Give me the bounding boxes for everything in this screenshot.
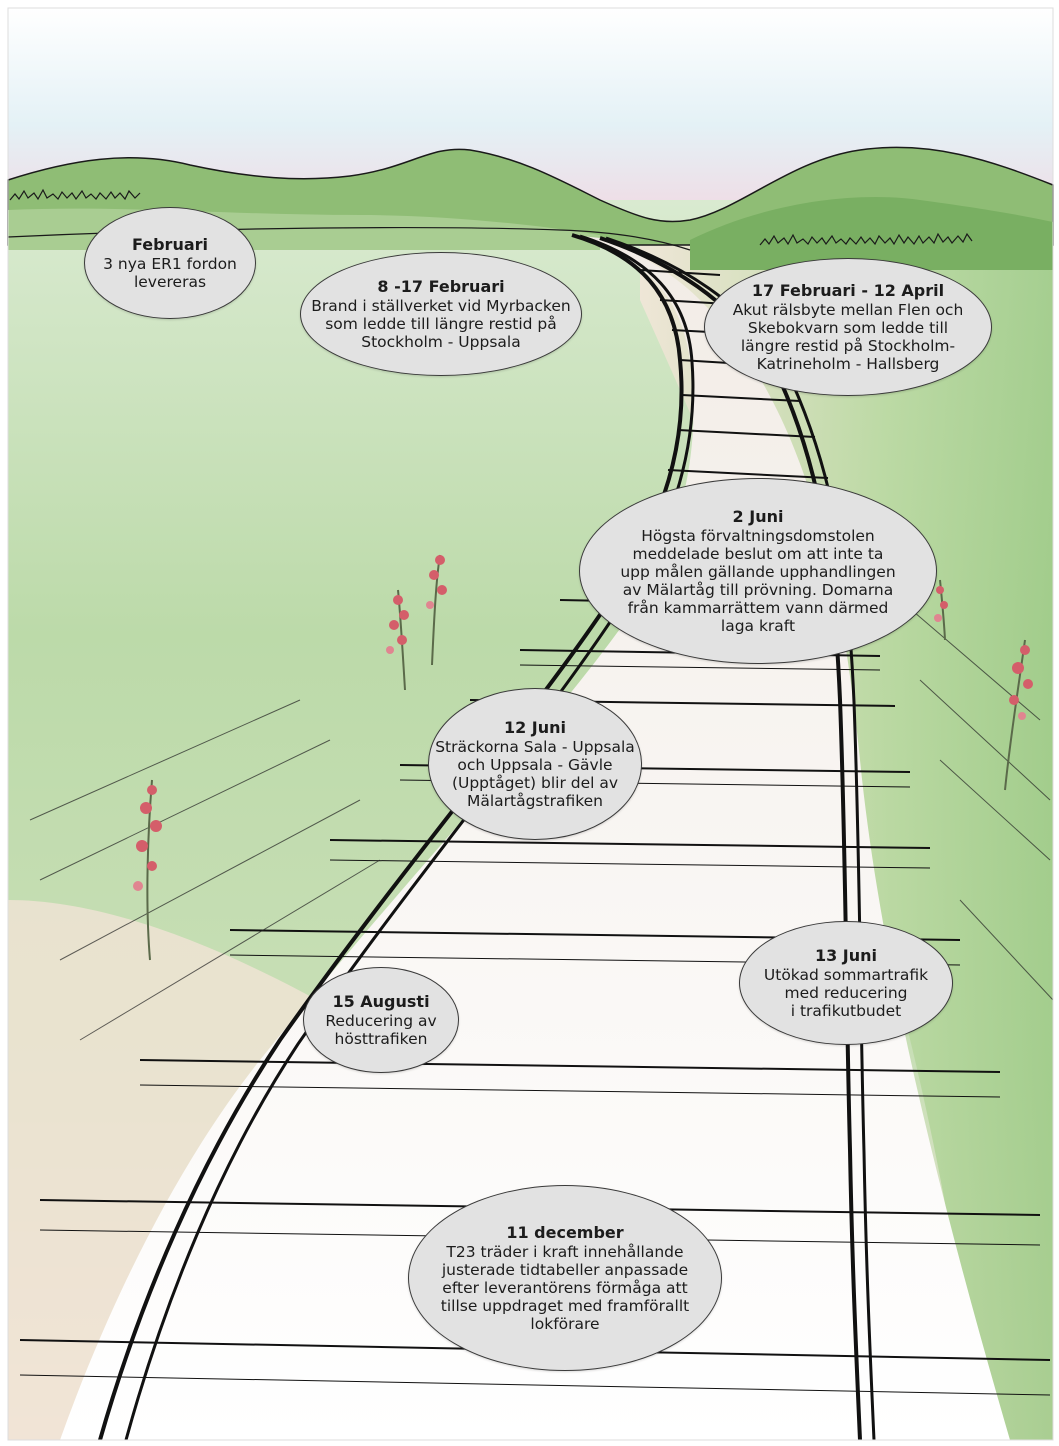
event-date: 17 Februari - 12 April <box>751 280 945 300</box>
event-description: Sträckorna Sala - Uppsala och Uppsala - … <box>435 737 635 810</box>
event-bubble-15-augusti: 15 Augusti Reducering av hösttrafiken <box>303 967 459 1073</box>
event-date: 8 -17 Februari <box>377 276 505 296</box>
event-date: 2 Juni <box>732 506 784 526</box>
flower-right-1 <box>934 579 948 641</box>
event-bubble-2-juni: 2 Juni Högsta förvaltningsdomstolen medd… <box>579 478 937 664</box>
event-date: 12 Juni <box>503 717 567 737</box>
flower-left-2 <box>426 554 447 666</box>
event-bubble-februari: Februari 3 nya ER1 fordon levereras <box>84 207 256 319</box>
event-date: 11 december <box>506 1222 624 1242</box>
flower-left-3 <box>133 779 162 961</box>
event-description: Utökad sommartrafik med reducering i tra… <box>763 965 929 1020</box>
event-bubble-17-februari-12-april: 17 Februari - 12 April Akut rälsbyte mel… <box>704 258 992 396</box>
event-description: Brand i ställverket vid Myrbacken som le… <box>311 296 571 351</box>
event-description: Akut rälsbyte mellan Flen och Skebokvarn… <box>732 300 964 373</box>
event-description: Reducering av hösttrafiken <box>325 1011 437 1048</box>
flower-left-1 <box>386 589 409 691</box>
flower-right-2 <box>1004 639 1033 791</box>
event-bubble-13-juni: 13 Juni Utökad sommartrafik med reduceri… <box>739 921 953 1045</box>
event-description: Högsta förvaltningsdomstolen meddelade b… <box>620 526 896 635</box>
event-description: T23 träder i kraft innehållande justerad… <box>440 1242 690 1333</box>
event-bubble-8-17-februari: 8 -17 Februari Brand i ställverket vid M… <box>300 252 582 376</box>
event-description: 3 nya ER1 fordon levereras <box>103 254 237 291</box>
event-date: 13 Juni <box>814 945 878 965</box>
event-date: Februari <box>131 234 209 254</box>
event-date: 15 Augusti <box>332 991 430 1011</box>
event-bubble-12-juni: 12 Juni Sträckorna Sala - Uppsala och Up… <box>428 688 642 840</box>
event-bubble-11-december: 11 december T23 träder i kraft innehålla… <box>408 1185 722 1371</box>
